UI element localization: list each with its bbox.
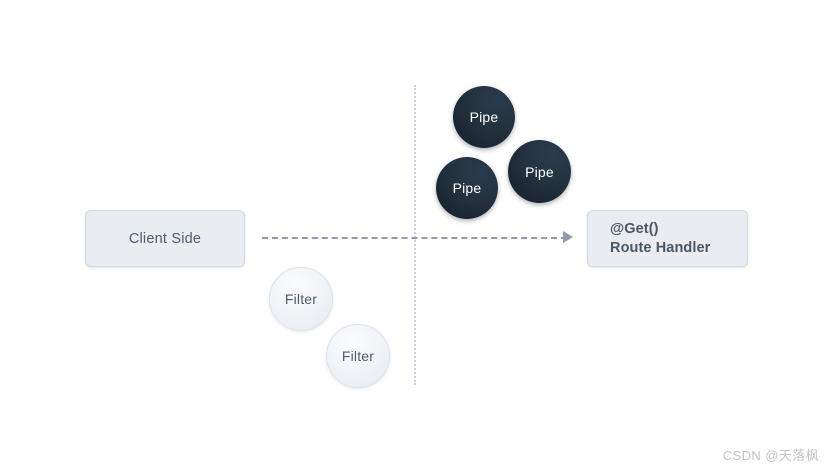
route-handler-label: Route Handler	[610, 239, 711, 256]
route-handler-box: @Get() Route Handler	[587, 210, 748, 267]
pipe-label: Pipe	[452, 180, 482, 196]
route-handler-decorator-label: @Get()	[610, 220, 659, 237]
client-side-label: Client Side	[128, 230, 202, 247]
pipe-label: Pipe	[469, 109, 499, 125]
pipe-circle: Pipe	[436, 157, 498, 219]
pipe-circle: Pipe	[508, 140, 571, 203]
watermark: CSDN @天落枫	[722, 448, 819, 463]
pipe-label: Pipe	[525, 163, 554, 180]
filter-label: Filter	[341, 348, 375, 364]
filter-label: Filter	[284, 291, 318, 307]
filter-circle: Filter	[326, 324, 390, 388]
request-flow-line	[262, 237, 567, 239]
client-side-box: Client Side	[85, 210, 245, 267]
filter-circle: Filter	[269, 267, 333, 331]
arrowhead-icon	[563, 231, 573, 243]
pipe-circle: Pipe	[453, 86, 515, 148]
vertical-divider	[414, 85, 416, 385]
